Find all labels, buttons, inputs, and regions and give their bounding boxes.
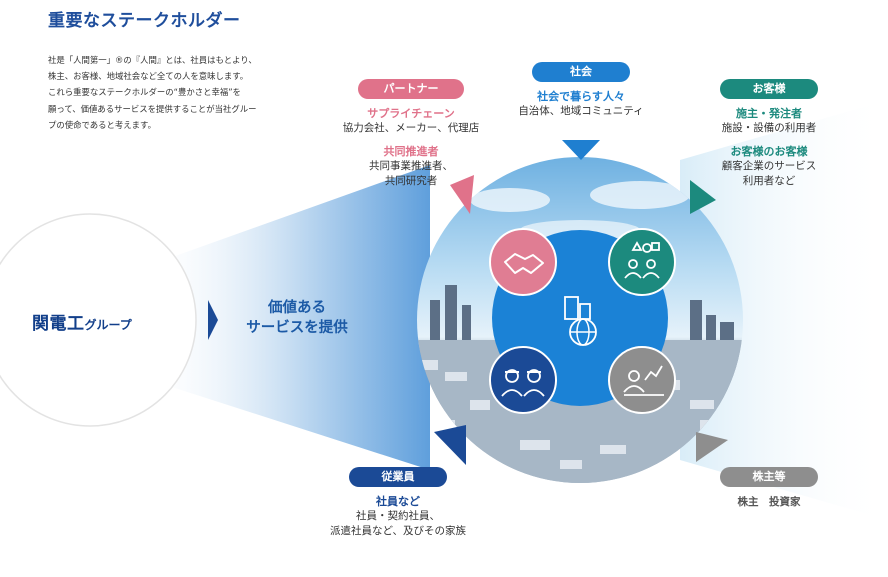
group-logo: 関電工グループ <box>32 309 132 334</box>
employee-badge: 従業員 <box>349 467 447 487</box>
intro-line: これら重要なステークホルダーの“豊かさと幸福”を <box>48 87 241 98</box>
partner-line2b: 共同研究者 <box>384 175 438 187</box>
intro-line: 願って、価値あるサービスを提供することが当社グルー <box>48 103 257 114</box>
intro-line: 株主、お客様、地域社会など全ての人を意味します。 <box>48 71 249 82</box>
intro-line: プの使命であると考えます。 <box>48 119 156 130</box>
partner-line2a: 共同事業推進者、 <box>369 160 453 172</box>
stakeholder-partner: パートナー サプライチェーン 協力会社、メーカー、代理店 共同推進者 共同事業推… <box>336 77 486 189</box>
logo-main: 関電工 <box>32 314 85 334</box>
value-beam <box>150 165 430 470</box>
building-globe-icon <box>564 296 597 346</box>
employee-line1: 社員・契約社員、 <box>356 510 440 522</box>
shareholder-badge: 株主等 <box>720 467 818 487</box>
value-label: 価値ある サービスを提供 <box>232 298 362 338</box>
society-line1: 自治体、地域コミュニティ <box>518 105 644 117</box>
page-title: 重要なステークホルダー <box>48 11 241 31</box>
partner-sub2: 共同推進者 <box>383 145 439 158</box>
group-logo-circle <box>0 213 197 427</box>
people-group-icon <box>608 228 676 296</box>
stakeholder-society: 社会 社会で暮らす人々 自治体、地域コミュニティ <box>504 60 658 119</box>
employee-sub1: 社員など <box>376 495 420 508</box>
society-sub1: 社会で暮らす人々 <box>537 90 625 103</box>
partner-badge: パートナー <box>358 79 464 99</box>
stakeholder-shareholder: 株主等 株主 投資家 <box>710 465 828 510</box>
logo-sub: グループ <box>84 318 132 332</box>
value-label-line: サービスを提供 <box>246 320 348 336</box>
handshake-icon <box>489 228 557 296</box>
shareholder-wedge <box>696 432 728 462</box>
society-wedge <box>562 140 600 160</box>
partner-wedge <box>450 175 474 214</box>
partner-sub1: サプライチェーン <box>367 107 455 120</box>
beam-arrow <box>208 300 218 340</box>
customer-badge: お客様 <box>720 79 818 99</box>
intro-line: 社是「人間第一」®の『人間』とは、社員はもとより、 <box>48 55 257 65</box>
value-label-line: 価値ある <box>268 300 326 316</box>
stakeholder-customer: お客様 施主・発注者 施設・設備の利用者 お客様のお客様 顧客企業のサービス 利… <box>700 77 838 189</box>
workers-icon <box>489 346 557 414</box>
customer-line2a: 顧客企業のサービス <box>721 160 817 172</box>
customer-sub1: 施主・発注者 <box>736 107 802 120</box>
employee-wedge <box>434 425 466 465</box>
investor-chart-icon <box>608 346 676 414</box>
customer-sub2: お客様のお客様 <box>730 145 808 158</box>
stakeholder-employee: 従業員 社員など 社員・契約社員、 派遣社員など、及びその家族 <box>316 465 480 539</box>
intro-text: 社是「人間第一」®の『人間』とは、社員はもとより、 株主、お客様、地域社会など全… <box>48 52 280 133</box>
society-badge: 社会 <box>532 62 630 82</box>
shareholder-line1: 株主 投資家 <box>737 496 801 508</box>
employee-line2: 派遣社員など、及びその家族 <box>330 525 466 537</box>
partner-line1: 協力会社、メーカー、代理店 <box>342 122 480 134</box>
customer-wedge <box>690 180 716 214</box>
customer-line1: 施設・設備の利用者 <box>721 122 817 134</box>
customer-line2b: 利用者など <box>742 175 796 187</box>
